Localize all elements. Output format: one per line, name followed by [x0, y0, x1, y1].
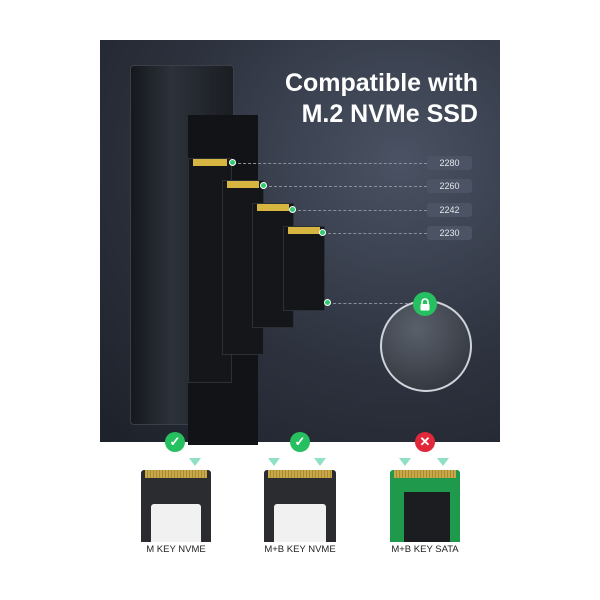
leader-line [233, 163, 427, 164]
leader-line [293, 210, 427, 211]
marker-dot [260, 182, 267, 189]
key-notch-icon [268, 458, 280, 466]
key-notch-icon [314, 458, 326, 466]
key-notch-icon [437, 458, 449, 466]
leader-line [328, 303, 413, 304]
key-notch-icon [399, 458, 411, 466]
caption-mb-key-nvme: M+B KEY NVME [264, 544, 336, 555]
marker-dot [319, 229, 326, 236]
ssd-mb-key-sata [390, 470, 460, 542]
size-tag-2260: 2260 [427, 179, 472, 193]
caption-m-key-nvme: M KEY NVME [146, 544, 206, 555]
headline: Compatible with M.2 NVMe SSD [285, 68, 478, 130]
headline-line2: M.2 NVMe SSD [301, 100, 478, 128]
check-icon: ✓ [165, 432, 185, 452]
leader-line [264, 186, 427, 187]
key-notch-icon [189, 458, 201, 466]
ssd-mb-key-nvme [264, 470, 336, 542]
size-tag-2242: 2242 [427, 203, 472, 217]
cross-icon: ✕ [415, 432, 435, 452]
ssd-2230 [283, 226, 325, 311]
leader-line [323, 233, 427, 234]
size-tag-2280: 2280 [427, 156, 472, 170]
marker-dot [324, 299, 331, 306]
lock-icon [413, 292, 437, 316]
product-panel: Compatible with M.2 NVMe SSD 2280 2260 2… [100, 40, 500, 445]
size-tag-2230: 2230 [427, 226, 472, 240]
marker-dot [289, 206, 296, 213]
ssd-m-key-nvme [141, 470, 211, 542]
caption-mb-key-sata: M+B KEY SATA [391, 544, 459, 555]
headline-line1: Compatible with [284, 69, 478, 97]
marker-dot [229, 159, 236, 166]
check-icon: ✓ [290, 432, 310, 452]
